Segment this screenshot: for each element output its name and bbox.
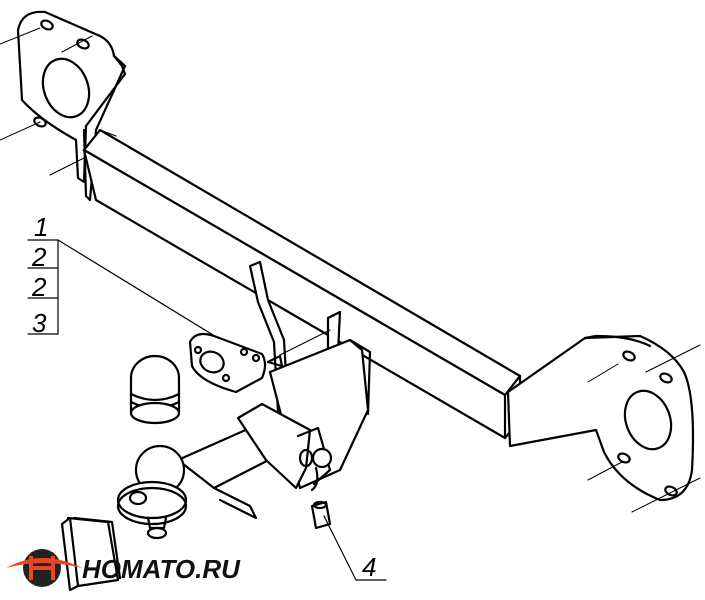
tow-ball bbox=[116, 444, 188, 540]
bolt bbox=[310, 500, 332, 530]
logo-text: HOMATO.RU bbox=[82, 554, 241, 584]
callout-4: 4 bbox=[362, 552, 376, 582]
homato-logo: HOMATO.RU bbox=[6, 549, 241, 587]
logo-swoosh-icon bbox=[6, 558, 82, 568]
callout-1: 1 bbox=[34, 212, 48, 242]
main-crossbar bbox=[82, 128, 522, 440]
socket-plate bbox=[188, 332, 284, 394]
receiver-plug bbox=[60, 516, 122, 592]
callout-2b: 2 bbox=[31, 272, 47, 302]
callout-3: 3 bbox=[32, 308, 47, 338]
callout-2a: 2 bbox=[31, 242, 47, 272]
ball-cap bbox=[129, 354, 181, 425]
tow-arm bbox=[176, 402, 333, 520]
left-mounting-bracket bbox=[0, 10, 127, 202]
leader-lines bbox=[27, 239, 387, 581]
right-mounting-bracket bbox=[506, 334, 701, 513]
